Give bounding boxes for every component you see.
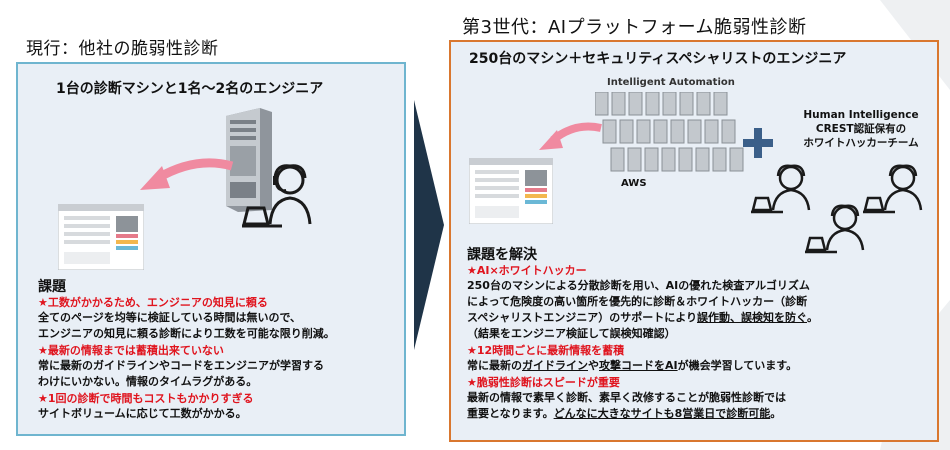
right-panel-title: 250台のマシン＋セキュリティスペシャリストのエンジニア — [469, 51, 847, 67]
server-tower-icon — [226, 108, 272, 212]
left-issues-title: 課題 — [38, 279, 66, 295]
issue-line: 全てのページを均等に検証している時間は無いので、 — [38, 311, 302, 324]
underlined-text: どんなに大きなサイトも8営業日で診断可能 — [553, 407, 771, 420]
left-panel-title: 1台の診断マシンと1名～2名のエンジニア — [56, 81, 324, 97]
text-span: 。 — [770, 407, 782, 420]
solution-headline: ★12時間ごとに最新情報を蓄積 — [467, 344, 625, 357]
human-label-line: ホワイトハッカーチーム — [803, 137, 919, 149]
text-span: 常に最新の — [467, 359, 522, 372]
white-hacker-team-icon — [751, 164, 923, 254]
human-label-line: Human Intelligence — [803, 109, 919, 121]
solution-headline: ★AI×ホワイトハッカー — [467, 264, 587, 277]
issue-line: サイトボリュームに応じて工数がかかる。 — [38, 407, 247, 420]
solution-line: （結果をエンジニア検証して誤検知確認） — [467, 327, 676, 340]
left-panel: 1台の診断マシンと1名～2名のエンジニア 課 — [16, 62, 406, 436]
server-rack-grid-icon — [595, 92, 744, 172]
right-heading: 第3世代：AIプラットフォーム脆弱性診断 — [462, 17, 807, 38]
solution-line: 重要となります。どんなに大きなサイトも8営業日で診断可能。 — [467, 406, 818, 422]
text-span: スペシャリストエンジニア）のサポートにより — [467, 311, 698, 324]
plus-icon — [743, 128, 773, 158]
issue-line: 常に最新のガイドラインやコードをエンジニアが学習する — [38, 359, 324, 372]
issue-headline: ★工数がかかるため、エンジニアの知見に頼る — [38, 296, 268, 309]
underlined-text: 攻撃コードをAI — [599, 359, 678, 372]
webpage-icon — [58, 204, 144, 270]
issue-line: エンジニアの知見に頼る診断により工数を可能な限り削減。 — [38, 327, 335, 340]
solution-list: ★AI×ホワイトハッカー 250台のマシンによる分散診断を用い、AIの優れた検査… — [467, 262, 818, 422]
issue-line: わけにいかない。情報のタイムラグがある。 — [38, 375, 258, 388]
text-span: 重要となります。 — [467, 407, 554, 420]
engineer-icon — [242, 164, 312, 228]
curved-arrow-icon — [539, 122, 602, 150]
solution-line: スペシャリストエンジニア）のサポートにより誤作動、誤検知を防ぐ。 — [467, 310, 818, 326]
solution-line: 常に最新のガイドラインや攻撃コードをAIが機会学習しています。 — [467, 358, 818, 374]
underlined-text: ガイドライン — [522, 359, 588, 372]
human-intelligence-label: Human Intelligence CREST認証保有の ホワイトハッカーチー… — [791, 108, 931, 150]
curved-arrow-icon — [140, 158, 234, 190]
left-heading: 現行：他社の脆弱性診断 — [26, 39, 219, 59]
issue-headline: ★1回の診断で時間もコストもかかりすぎる — [38, 392, 254, 405]
left-issues-list: ★工数がかかるため、エンジニアの知見に頼る 全てのページを均等に検証している時間… — [38, 294, 335, 422]
text-span: 。 — [807, 311, 819, 324]
right-panel: 250台のマシン＋セキュリティスペシャリストのエンジニア Intelligent… — [449, 40, 939, 442]
solution-line: 250台のマシンによる分散診断を用い、AIの優れた検査アルゴリズム — [467, 279, 810, 292]
human-label-line: CREST認証保有の — [815, 123, 907, 135]
solution-line: 最新の情報で素早く診断、素早く改修することが脆弱性診断では — [467, 391, 786, 404]
solution-line: によって危険度の高い箇所を優先的に診断＆ホワイトハッカー（診断 — [467, 295, 808, 308]
aws-label: AWS — [621, 178, 647, 189]
webpage-icon — [469, 158, 553, 224]
solution-headline: ★脆弱性診断はスピードが重要 — [467, 376, 620, 389]
ia-label: Intelligent Automation — [607, 77, 735, 88]
underlined-text: 誤作動、誤検知を防ぐ — [697, 311, 808, 324]
text-span: や — [588, 359, 599, 372]
issue-headline: ★最新の情報までは蓄積出来ていない — [38, 344, 224, 357]
chevron-arrow-icon — [414, 100, 444, 350]
solution-title: 課題を解決 — [467, 247, 537, 263]
text-span: が機会学習しています。 — [677, 359, 798, 372]
